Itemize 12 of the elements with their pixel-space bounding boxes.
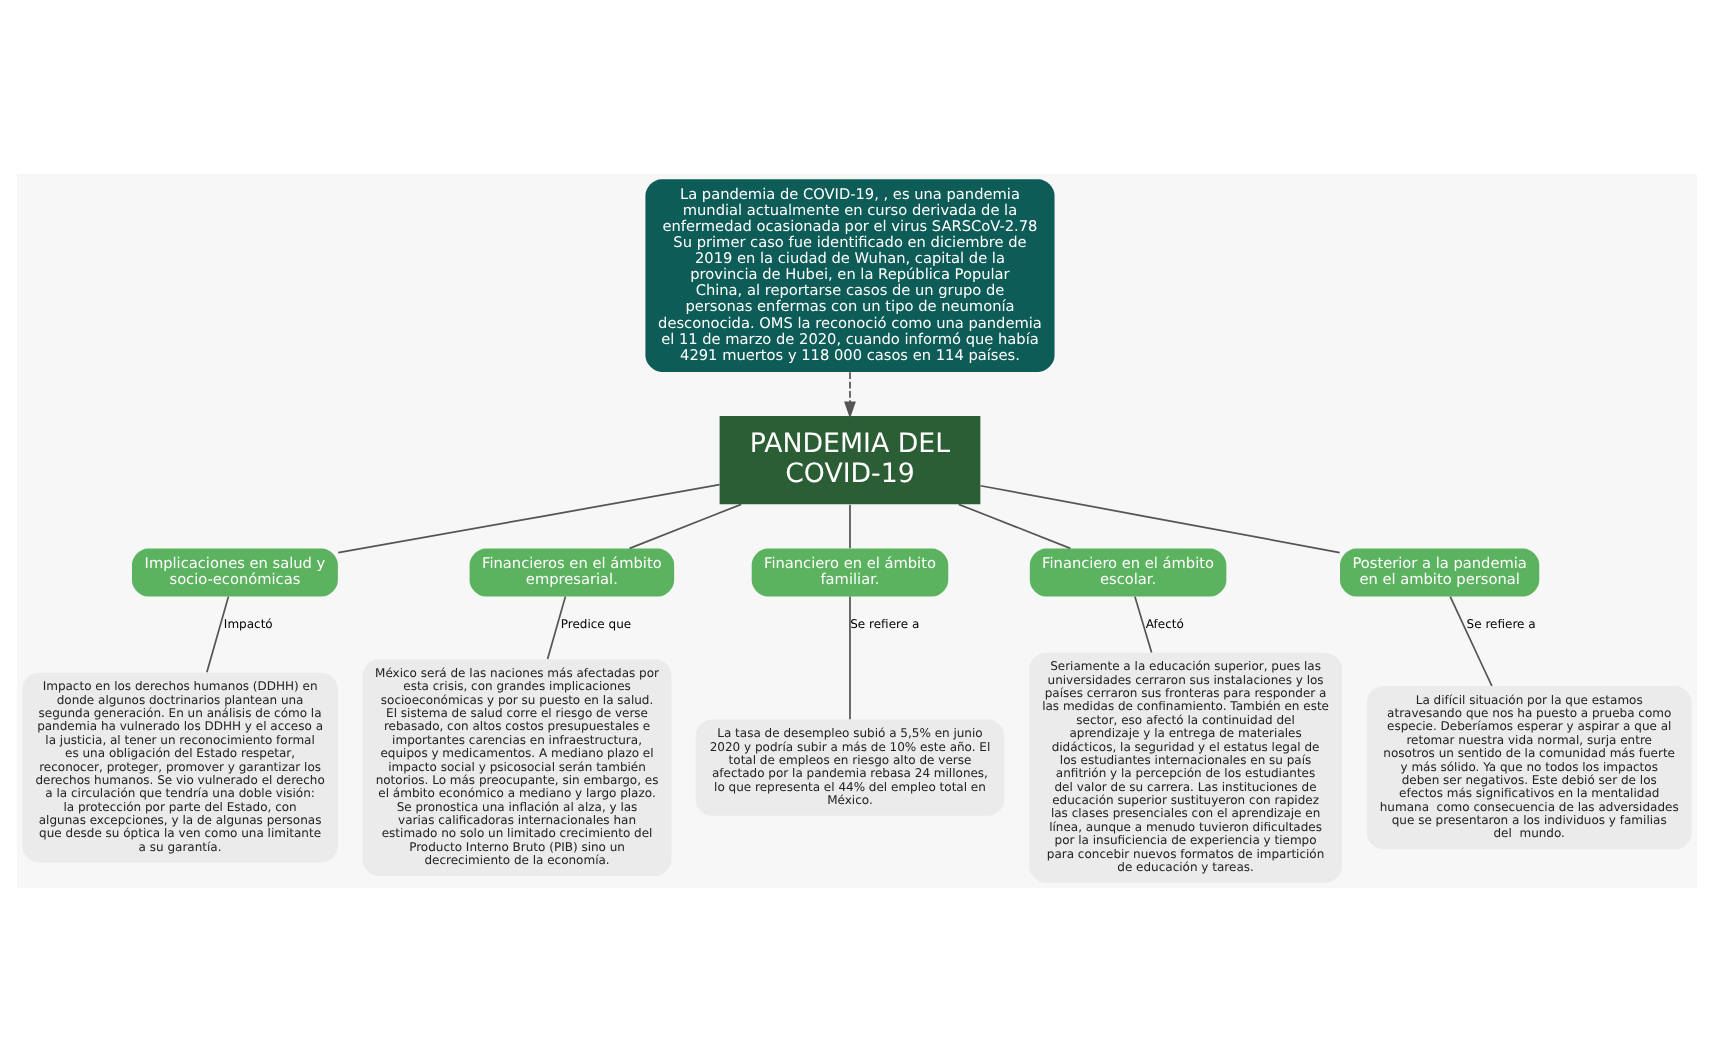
connector (206, 594, 230, 673)
connector (1134, 594, 1153, 653)
connector (546, 594, 567, 659)
connector (849, 502, 851, 549)
arrow (844, 370, 856, 418)
connector (628, 502, 743, 549)
connector (849, 594, 851, 720)
connector (337, 482, 721, 553)
connector (979, 483, 1341, 553)
connector (1449, 594, 1493, 686)
node-box: PANDEMIA DEL COVID-19 (719, 415, 981, 504)
connector (957, 502, 1072, 549)
